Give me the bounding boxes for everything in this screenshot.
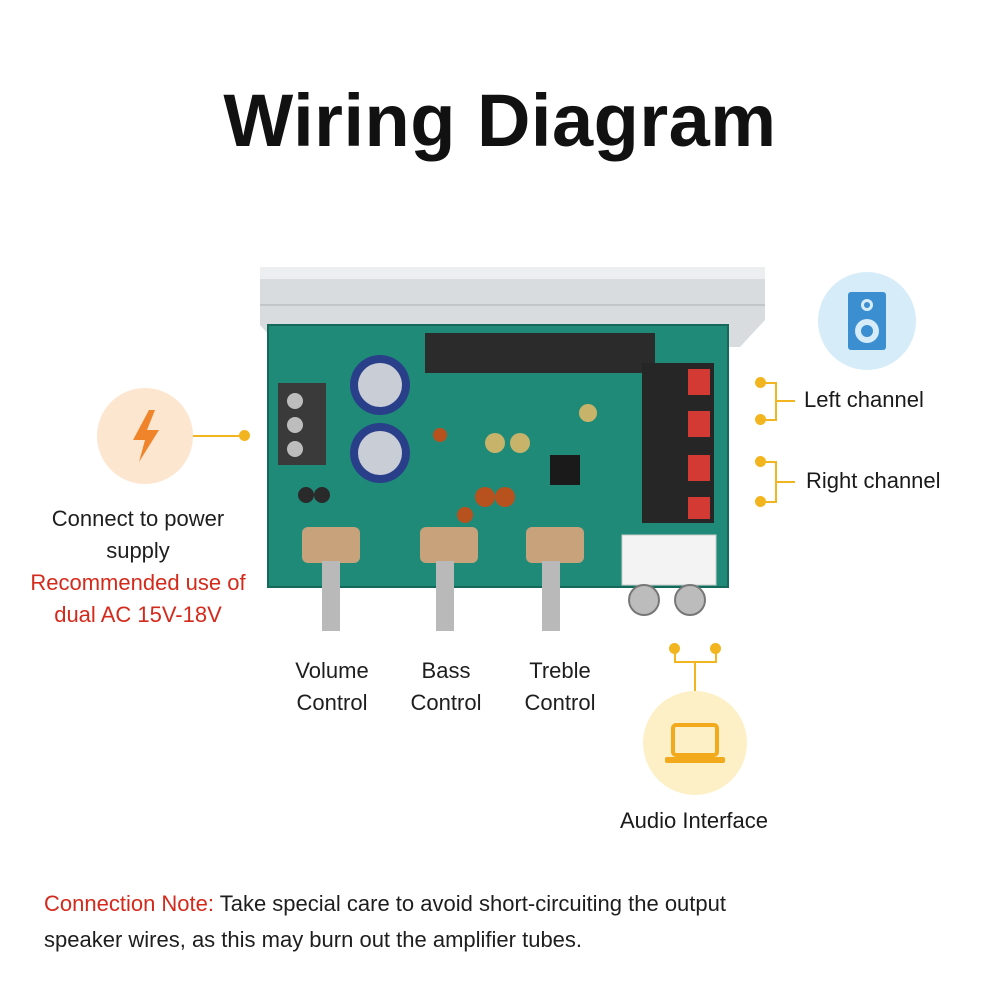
note-prefix: Connection Note:: [44, 891, 214, 916]
audio-line-stem: [694, 661, 696, 691]
right-bracket-top: [760, 461, 776, 463]
power-connector-dot: [239, 430, 250, 441]
treble-label-line2: Control: [524, 690, 596, 715]
audio-line-right: [715, 648, 717, 662]
speaker-icon: [848, 292, 886, 350]
amplifier-board-image: [260, 267, 765, 631]
power-recommend-line2: dual AC 15V-18V: [54, 602, 222, 627]
left-channel-label: Left channel: [804, 387, 924, 412]
page-title: Wiring Diagram: [223, 79, 777, 162]
note-text-line1: Take special care to avoid short-circuit…: [214, 891, 726, 916]
laptop-icon-badge: [643, 691, 747, 795]
bass-label-line2: Control: [410, 690, 482, 715]
audio-interface-label: Audio Interface: [620, 808, 768, 833]
left-bracket-stem: [775, 400, 795, 402]
left-bracket-bottom: [760, 419, 776, 421]
power-label-line1: Connect to power: [51, 506, 225, 531]
connection-note: Connection Note: Take special care to av…: [44, 886, 964, 958]
volume-label-line1: Volume: [295, 658, 369, 683]
power-recommend-line1: Recommended use of: [30, 570, 246, 595]
right-bracket-bottom: [760, 501, 776, 503]
power-label-line2: supply: [106, 538, 170, 563]
right-bracket-stem: [775, 481, 795, 483]
left-bracket-top: [760, 382, 776, 384]
power-label: Connect to power supply Recommended use …: [20, 503, 256, 631]
bass-control-label: Bass Control: [386, 655, 506, 719]
power-connector-line: [193, 435, 243, 437]
power-icon-badge: [97, 388, 193, 484]
treble-label-line1: Treble: [529, 658, 591, 683]
speaker-icon-badge: [818, 272, 916, 370]
volume-control-label: Volume Control: [272, 655, 392, 719]
laptop-icon: [665, 723, 725, 763]
lightning-icon: [133, 410, 159, 462]
note-text-line2: speaker wires, as this may burn out the …: [44, 927, 583, 952]
note-line1: Connection Note: Take special care to av…: [44, 886, 964, 922]
bass-label-line1: Bass: [421, 658, 471, 683]
volume-label-line2: Control: [296, 690, 368, 715]
treble-control-label: Treble Control: [500, 655, 620, 719]
right-channel-label: Right channel: [806, 468, 941, 493]
audio-line-left: [674, 648, 676, 662]
